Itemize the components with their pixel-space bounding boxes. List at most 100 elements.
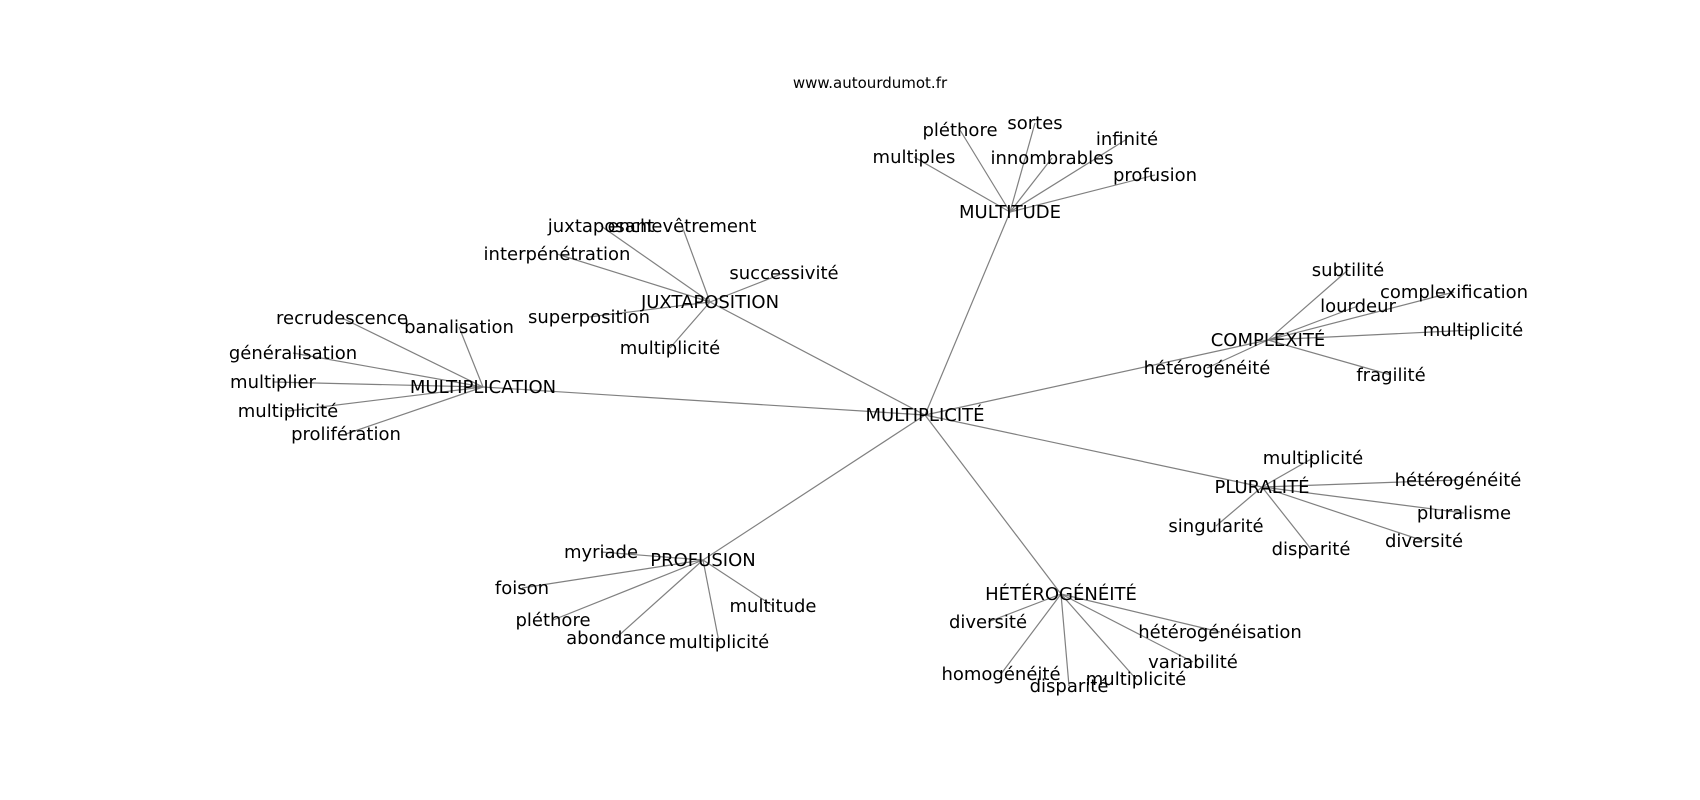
leaf-node: subtilité — [1312, 260, 1384, 281]
leaf-node: abondance — [566, 628, 666, 649]
edge-hub-leaf — [1261, 486, 1425, 542]
edge-hub-leaf — [287, 386, 484, 412]
edge-hub-leaf — [341, 317, 484, 388]
edge-hub-leaf — [1060, 593, 1194, 663]
edge-hub-leaf — [1009, 138, 1128, 213]
leaf-node: prolifération — [291, 424, 401, 445]
edge-hub-leaf — [345, 386, 484, 435]
edge-hub-leaf — [556, 253, 711, 303]
edge-hub-leaf — [669, 301, 711, 349]
edge-center-hub — [709, 301, 926, 416]
leaf-node: infinité — [1096, 129, 1158, 150]
edge-hub-leaf — [1267, 269, 1349, 341]
leaf-node: enchevêtrement — [608, 216, 757, 237]
edge-center-hub — [702, 414, 926, 561]
edge-hub-leaf — [1267, 339, 1392, 376]
leaf-node: hétérogénéité — [1144, 358, 1271, 379]
edge-center-hub — [924, 414, 1263, 488]
leaf-node: singularité — [1168, 516, 1263, 537]
leaf-node: généralisation — [229, 343, 357, 364]
edge-center-hub — [924, 211, 1011, 416]
edge-center-hub — [924, 414, 1062, 595]
leaf-node: foison — [495, 578, 549, 599]
edge-center-hub — [924, 339, 1269, 416]
edge-hub-leaf — [272, 381, 484, 388]
edge-hub-leaf — [1267, 305, 1359, 341]
hub-node: COMPLEXITÉ — [1211, 329, 1326, 351]
leaf-node: homogénéité — [941, 664, 1060, 685]
edge-hub-leaf — [600, 551, 704, 561]
leaf-node: disparité — [1272, 539, 1351, 560]
edge-hub-leaf — [702, 559, 774, 607]
leaf-node: banalisation — [404, 317, 514, 338]
edge-hub-leaf — [1267, 329, 1474, 341]
source-label: www.autourdumot.fr — [793, 74, 948, 92]
edge-hub-leaf — [600, 225, 711, 303]
leaf-node: myriade — [564, 542, 638, 563]
edge-hub-leaf — [959, 129, 1011, 213]
hub-node: PLURALITÉ — [1215, 476, 1310, 498]
center-node: MULTIPLICITÉ — [866, 404, 985, 426]
edge-hub-leaf — [615, 559, 704, 639]
hub-node: MULTITUDE — [959, 202, 1061, 223]
edge-center-hub — [482, 386, 926, 416]
leaf-node: successivité — [729, 263, 838, 284]
edge-hub-leaf — [1009, 157, 1053, 213]
leaf-node: multiplier — [230, 372, 317, 393]
edge-hub-leaf — [913, 156, 1011, 213]
leaf-node: juxtaposant — [547, 216, 654, 237]
edge-hub-leaf — [458, 326, 484, 388]
edge-hub-leaf — [1060, 593, 1137, 680]
graph-edges — [272, 122, 1474, 687]
edge-hub-leaf — [1009, 122, 1036, 213]
edge-hub-leaf — [1261, 486, 1465, 514]
leaf-node: pléthore — [922, 120, 997, 141]
edge-hub-leaf — [1009, 174, 1156, 213]
leaf-node: multiplicité — [1263, 448, 1363, 469]
edge-hub-leaf — [1267, 291, 1455, 341]
leaf-node: sortes — [1007, 113, 1062, 134]
edge-hub-leaf — [552, 559, 704, 621]
leaf-node: pluralisme — [1417, 503, 1511, 524]
edge-hub-leaf — [987, 593, 1062, 623]
leaf-node: multiplicité — [238, 401, 338, 422]
leaf-node: diversité — [1385, 531, 1463, 552]
leaf-node: hétérogénéité — [1395, 470, 1522, 491]
edge-hub-leaf — [681, 225, 711, 303]
leaf-node: multiples — [873, 147, 956, 168]
edge-hub-leaf — [292, 352, 484, 388]
edge-hub-leaf — [1060, 593, 1221, 633]
edge-hub-leaf — [709, 272, 785, 303]
graph-labels: MULTIPLICITÉ MULTITUDE pléthore sortes infin… — [229, 113, 1528, 697]
leaf-node: disparité — [1030, 676, 1109, 697]
leaf-node: multitude — [730, 596, 817, 617]
edge-hub-leaf — [1000, 593, 1062, 675]
leaf-node: fragilité — [1356, 365, 1425, 386]
hub-node: JUXTAPOSITION — [640, 292, 779, 313]
hub-node: PROFUSION — [650, 550, 755, 571]
leaf-node: complexification — [1380, 282, 1528, 303]
leaf-node: multiplicité — [1086, 669, 1186, 690]
leaf-node: multiplicité — [620, 338, 720, 359]
edge-hub-leaf — [1060, 593, 1070, 687]
edge-hub-leaf — [588, 301, 711, 318]
leaf-node: superposition — [528, 307, 650, 328]
edge-hub-leaf — [1215, 486, 1263, 527]
leaf-node: multiplicité — [669, 632, 769, 653]
leaf-node: variabilité — [1148, 652, 1238, 673]
edge-hub-leaf — [1261, 457, 1314, 488]
hub-node: MULTIPLICATION — [410, 377, 556, 398]
edge-hub-leaf — [1261, 479, 1459, 488]
edge-hub-leaf — [521, 559, 704, 589]
edge-hub-leaf — [1261, 486, 1312, 550]
leaf-node: multiplicité — [1423, 320, 1523, 341]
leaf-node: diversité — [949, 612, 1027, 633]
leaf-node: interpénétration — [484, 244, 631, 265]
leaf-node: innombrables — [990, 148, 1113, 169]
leaf-node: hétérogénéisation — [1138, 622, 1302, 643]
leaf-node: recrudescence — [276, 308, 408, 329]
leaf-node: pléthore — [515, 610, 590, 631]
leaf-node: profusion — [1113, 165, 1197, 186]
edge-hub-leaf — [1206, 339, 1269, 369]
